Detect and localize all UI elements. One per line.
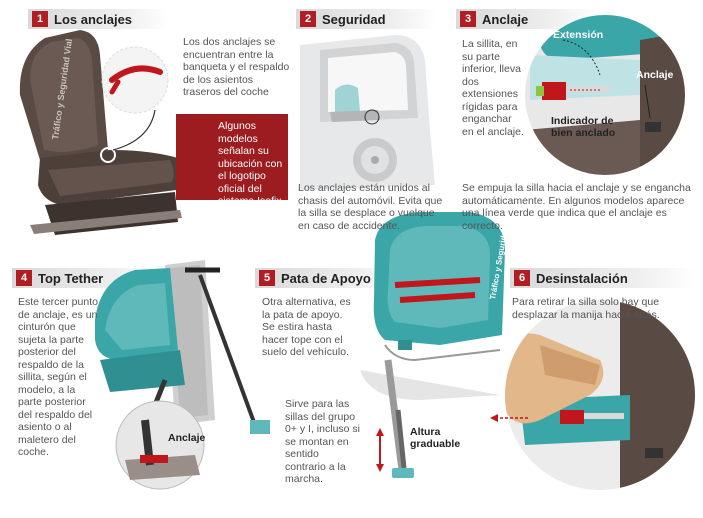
section-6-text: Para retirar la silla solo hay que despl… <box>512 296 660 321</box>
section-5-text: Otra alternativa, es la pata de apoyo. S… <box>262 296 351 358</box>
indicator-label: Indicador de bien anclado <box>551 115 616 139</box>
adjustable-height-label: Altura graduable <box>410 426 461 450</box>
isofix-note-text: Algunos modelos señalan su ubicación con… <box>218 120 283 207</box>
section-number: 2 <box>300 11 316 27</box>
section-3-text-2: Se empuja la silla hacia el anclaje y se… <box>462 182 691 232</box>
support-leg-illustration: Tráfico y Seguridad Vial <box>360 210 513 478</box>
car-seat-illustration: Tráfico y Seguridad Vial <box>19 30 182 235</box>
section-number: 1 <box>32 11 48 27</box>
section-3-header: 3 Anclaje <box>456 9 596 29</box>
section-2-text: Los anclajes están unidos al chasis del … <box>298 182 443 232</box>
section-title: Pata de Apoyo <box>281 270 371 286</box>
section-1-text: Los dos anclajes se encuentran entre la … <box>183 36 290 98</box>
section-5-header: 5 Pata de Apoyo <box>255 268 405 288</box>
section-number: 5 <box>259 270 275 286</box>
section-number: 3 <box>460 11 476 27</box>
top-tether-illustration <box>95 260 270 490</box>
anchor-closeup-illustration <box>525 15 685 175</box>
car-body-illustration <box>300 35 435 190</box>
handle-release-illustration <box>490 300 695 490</box>
section-1-header: 1 Los anclajes <box>28 9 168 29</box>
section-number: 6 <box>514 270 530 286</box>
section-number: 4 <box>16 270 32 286</box>
section-3-text: La sillita, en su parte inferior, lleva … <box>462 38 524 138</box>
section-2-header: 2 Seguridad <box>296 9 436 29</box>
section-title: Seguridad <box>322 11 386 27</box>
isofix-note-box: Algunos modelos señalan su ubicación con… <box>176 114 288 207</box>
tether-anchor-label: Anclaje <box>168 432 206 444</box>
anchor-label: Anclaje <box>636 69 674 81</box>
section-title: Top Tether <box>38 270 104 286</box>
extension-label: Extensión <box>553 29 604 41</box>
section-4-text: Este tercer punto de anclaje, es un cint… <box>18 296 98 458</box>
anchor-zoom-circle <box>101 46 169 151</box>
section-title: Los anclajes <box>54 11 133 27</box>
section-title: Anclaje <box>482 11 529 27</box>
section-6-header: 6 Desinstalación <box>510 268 695 288</box>
section-5-text-2: Sirve para las sillas del grupo 0+ y I, … <box>285 398 360 485</box>
section-title: Desinstalación <box>536 270 628 286</box>
